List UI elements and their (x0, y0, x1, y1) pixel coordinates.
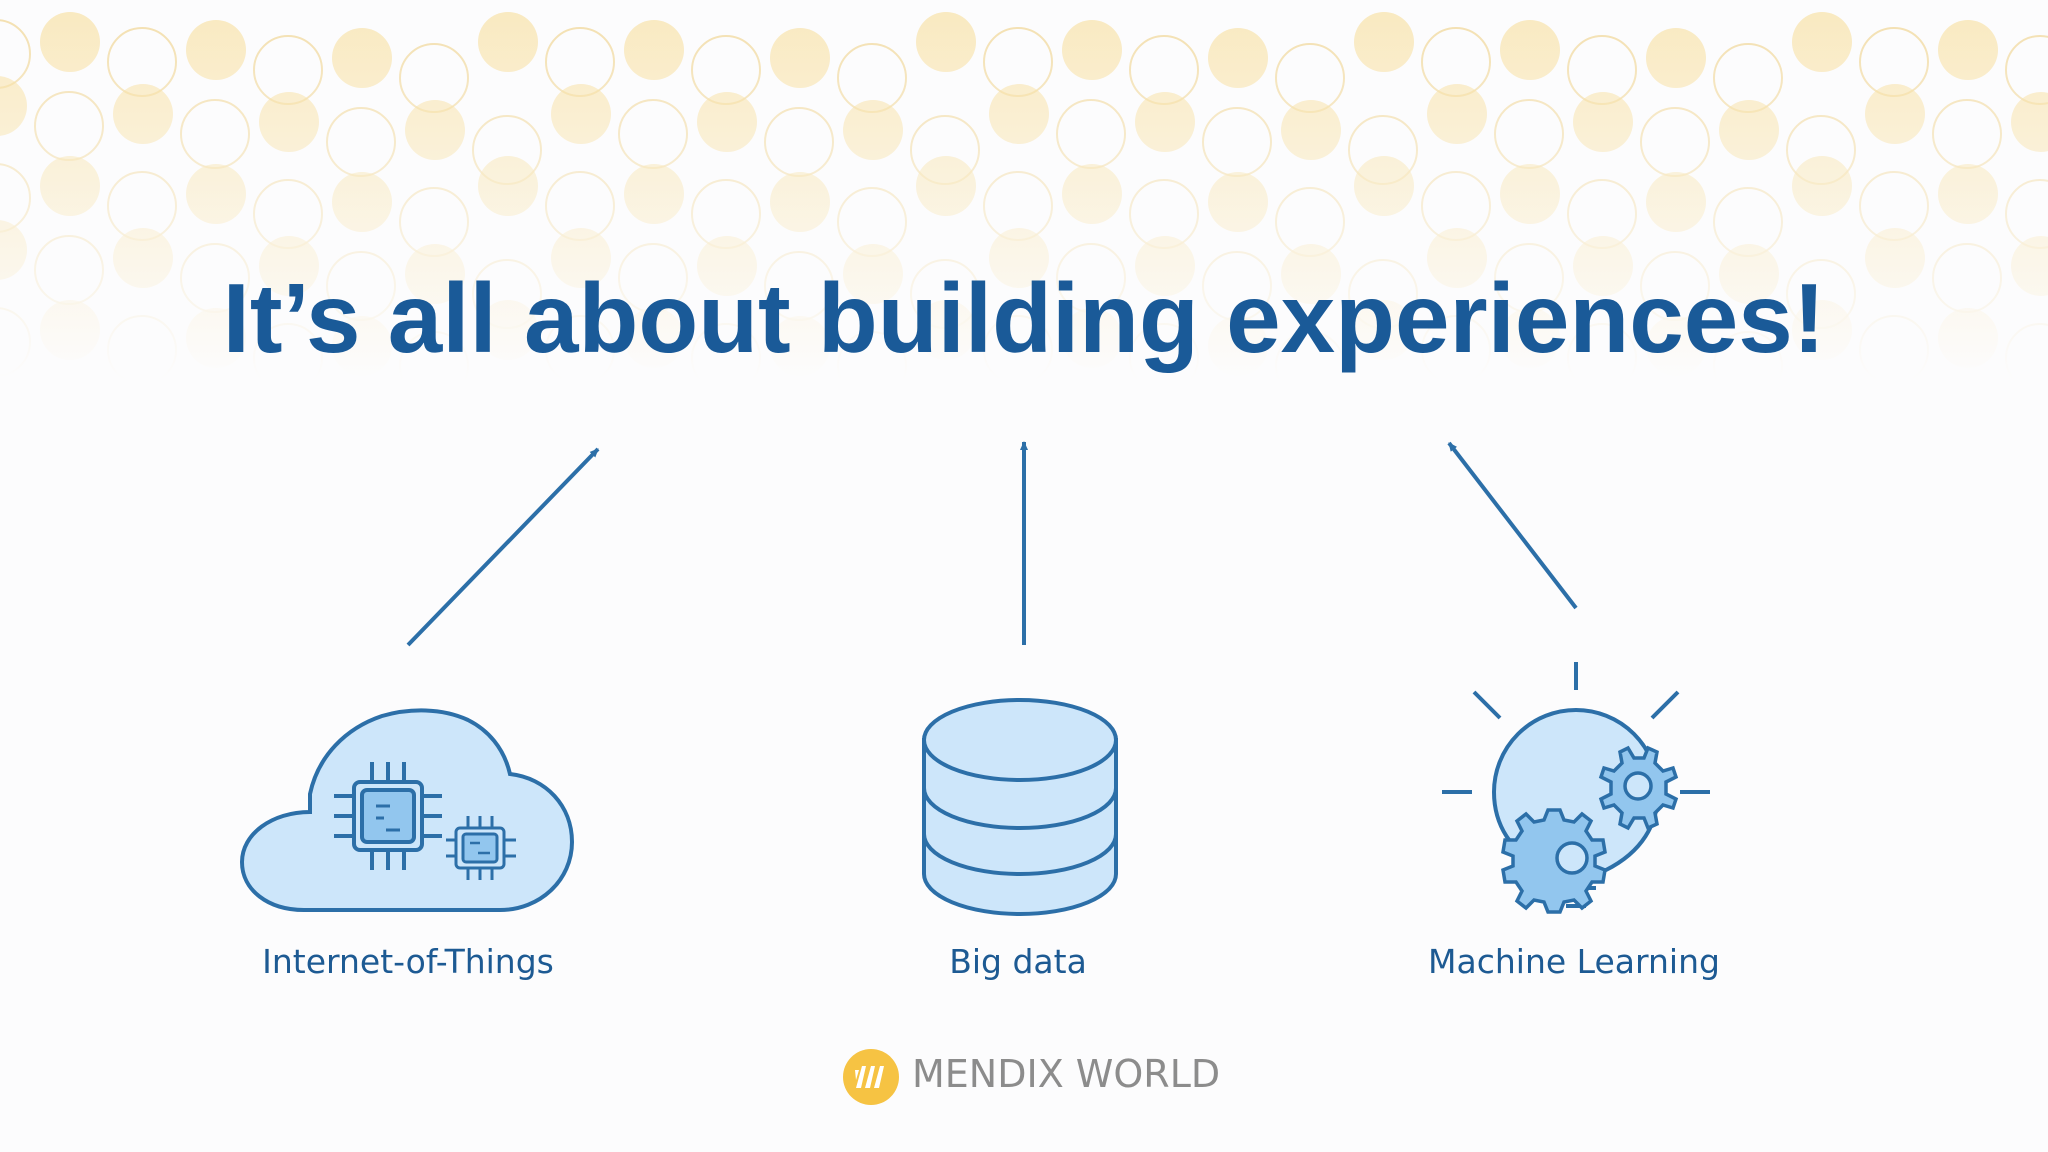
label-internet-of-things: Internet-of-Things (262, 942, 554, 981)
label-machine-learning: Machine Learning (1428, 942, 1720, 981)
footer-brand: MENDIX WORLD (912, 1052, 1221, 1096)
mendix-logo-icon (843, 1049, 899, 1105)
slide-title: It’s all about building experiences! (222, 263, 1826, 373)
arrow-machine-learning (1447, 441, 1578, 610)
label-big-data: Big data (949, 942, 1087, 981)
lightbulb-gears-icon (1442, 662, 1710, 914)
arrow-iot (406, 447, 600, 647)
cloud-chip-icon (239, 708, 575, 912)
header-logo-pattern (0, 0, 2048, 380)
pattern-fade (0, 0, 2048, 380)
database-icon (922, 698, 1118, 916)
